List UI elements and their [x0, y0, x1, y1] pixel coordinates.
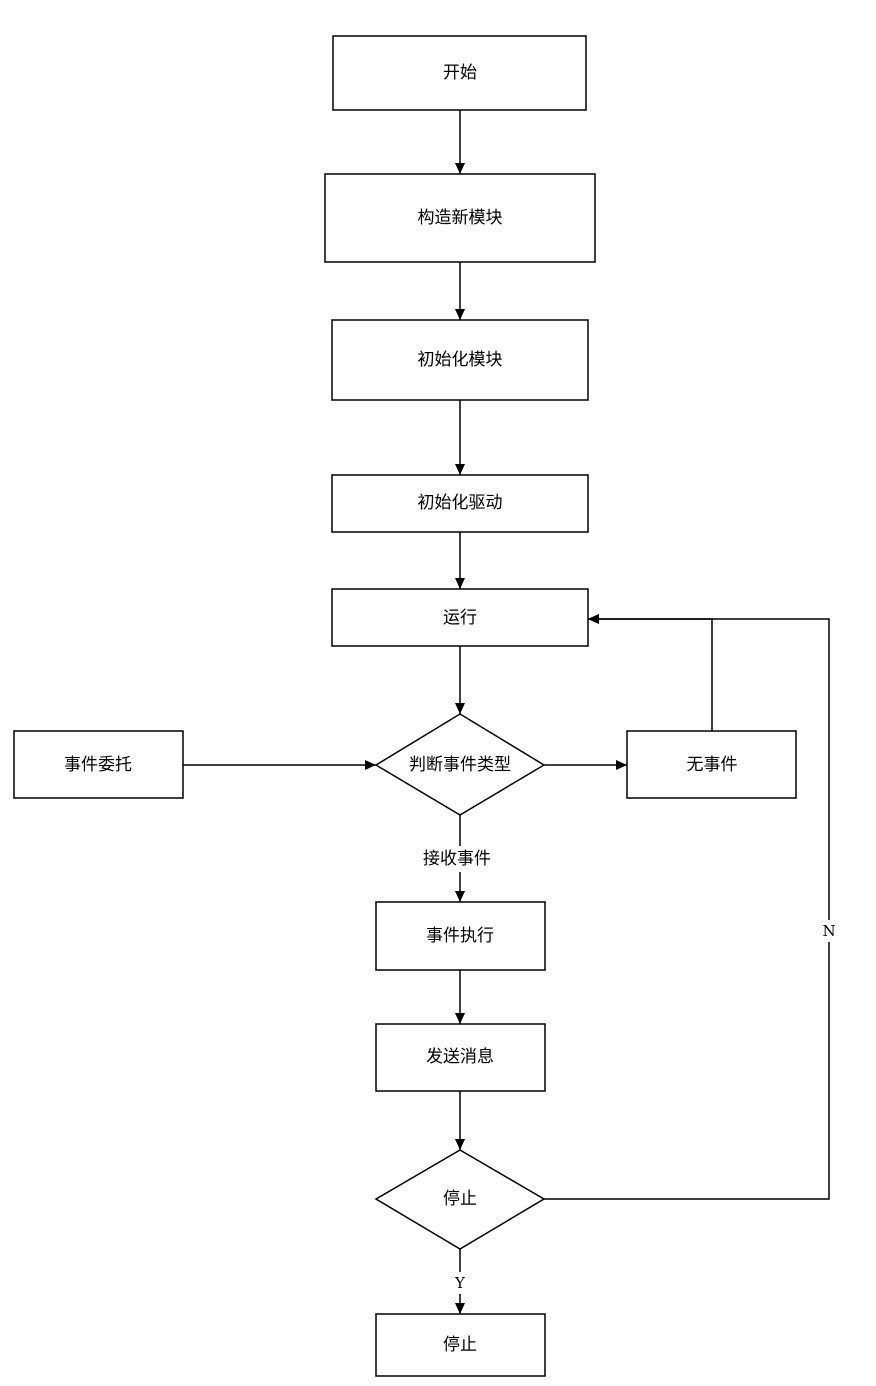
node-event-delegate: 事件委托 — [13, 730, 184, 799]
yes-label-mask — [453, 1272, 467, 1294]
receive-event-label-mask — [418, 846, 502, 872]
node-init-module: 初始化模块 — [331, 319, 589, 401]
node-init-driver: 初始化驱动 — [331, 474, 589, 533]
node-send-message: 发送消息 — [375, 1023, 546, 1092]
node-stop-end-label: 停止 — [443, 1335, 477, 1355]
node-run-label: 运行 — [443, 608, 477, 628]
yes-branch-label: Y — [454, 1274, 466, 1292]
edge-no-event-to-run — [588, 614, 713, 731]
node-execute-event: 事件执行 — [375, 901, 546, 971]
node-stop-decision: 停止 — [374, 1149, 546, 1250]
node-stop-end: 停止 — [375, 1313, 546, 1377]
node-start: 开始 — [332, 35, 587, 111]
node-no-event: 无事件 — [626, 730, 797, 799]
edge-stop-no-to-run — [544, 614, 830, 1200]
node-execute-event-label: 事件执行 — [426, 926, 494, 946]
node-start-label: 开始 — [443, 63, 477, 83]
node-stop-decision-label: 停止 — [443, 1189, 477, 1209]
node-run: 运行 — [331, 588, 589, 647]
no-branch-label: N — [822, 922, 835, 940]
no-label-mask — [822, 920, 836, 942]
receive-event-label: 接收事件 — [423, 849, 491, 869]
node-event-delegate-label: 事件委托 — [64, 755, 132, 775]
node-construct-module: 构造新模块 — [324, 173, 596, 263]
node-send-message-label: 发送消息 — [426, 1047, 494, 1067]
node-no-event-label: 无事件 — [687, 755, 738, 775]
node-construct-module-label: 构造新模块 — [418, 208, 503, 228]
node-judge-event-type-label: 判断事件类型 — [409, 755, 511, 775]
node-init-driver-label: 初始化驱动 — [418, 493, 503, 513]
node-init-module-label: 初始化模块 — [418, 350, 503, 370]
node-judge-event-type: 判断事件类型 — [374, 713, 546, 816]
